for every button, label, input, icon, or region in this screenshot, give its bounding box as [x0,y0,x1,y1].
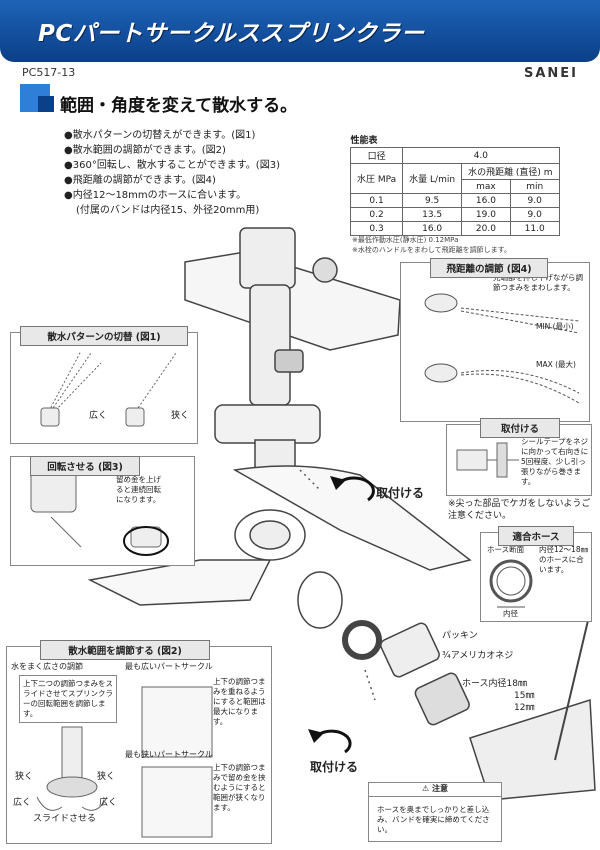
fig3-desc: 留め金を上げると連続回転になります。 [116,475,161,504]
fig2-sub2: 最も広いパートサークル [125,662,213,671]
spec-cell: 11.0 [509,221,560,236]
install-desc: シールテープをネジに向かって右向きに5回程度、少し引っ張りながら巻きます。 [521,437,589,486]
fig2-sub2-desc: 上下の調節つまみを重ねるようにすると範囲は最大になります。 [213,677,266,726]
caution-title: 注意 [431,784,448,793]
fig3-title: 回転させる (図3) [30,456,140,476]
table-row: 0.3 16.0 20.0 11.0 [349,221,560,236]
fig2-slide: スライドさせる [33,814,97,824]
hose-section-label: ホース断面 [487,545,525,554]
part-hose-inner: ホース内径18㎜ [462,679,528,689]
spec-col-pressure: 水圧 MPa [349,163,404,194]
warning-icon: ⚠ [422,784,432,793]
hose-panel: ホース断面 内径12〜18㎜のホースに合います。 内径 [480,532,592,622]
feature-list: ●散水パターンの切替えができます。(図1) ●散水範囲の調節ができます。(図2)… [64,128,280,218]
spec-cell: 0.3 [349,221,404,236]
feature-item: ●内径12〜18mmのホースに合います。 [64,190,247,201]
spec-note: ※最低作動水圧(静水圧) 0.12MPa [352,236,459,244]
feature-item: ●360°回転し、散水することができます。(図3) [64,160,280,171]
fig1-title: 散水パターンの切替 (図1) [20,326,188,346]
brand-name: SANEI [523,66,578,81]
part-d15: 15㎜ [514,691,535,701]
fig2-wide-left: 広く [13,798,32,808]
fig4-max-label: MAX (最大) [536,360,576,369]
feature-item: ●散水範囲の調節ができます。(図2) [64,145,226,156]
spec-cell: 16.0 [402,221,463,236]
caution-panel: ⚠ 注意 ホースを奥までしっかりと差し込み、バンドを確実に締めてください。 [368,782,502,842]
install-label-bottom: 取付ける [310,760,359,774]
fig2-title: 散水範囲を調節する (図2) [40,640,210,660]
spec-table: 性能表 口径 4.0 水圧 MPa 水量 L/min 水の飛距離 (直径) m … [349,132,560,236]
fig2-narrow-left: 狭く [15,772,34,782]
fig2-sub1: 水をまく広さの調節 [11,662,83,671]
hose-desc: 内径12〜18㎜のホースに合います。 [539,545,589,574]
caution-header: ⚠ 注意 [369,783,501,797]
spec-note: ※水栓のハンドルをまわして飛距離を調節します。 [352,246,511,254]
part-nut: ¾アメリカオネジ [442,651,514,661]
spec-cell: 13.5 [402,207,463,222]
spec-caption: 性能表 [350,136,378,146]
fig2-narrow-right: 狭く [97,772,116,782]
fig4-panel: 先端部を押し下げながら調節つまみをまわします。 MIN (最小) MAX (最大… [400,262,590,422]
feature-note: (付属のバンドは内径15、外径20mm用) [76,205,260,216]
fig1-panel: 広く 狭く [10,332,198,444]
fig1-narrow-label: 狭く [171,411,190,421]
part-d12: 12㎜ [514,703,535,713]
feature-item: ●飛距離の調節ができます。(図4) [64,175,216,186]
product-title: PCパートサークルススプリンクラー [38,21,425,47]
install-label-center: 取付ける [376,486,425,500]
fig2-sub3: 最も狭いパートサークル [125,750,213,759]
section-heading: 範囲・角度を変えて散水する。 [60,96,298,116]
fig2-sub3-desc: 上下の調節つまみで留め金を挟むようにすると範囲が狭くなります。 [213,763,266,812]
fig1-wide-label: 広く [89,411,108,421]
install-caution: ※尖った部品でケガをしないようご注意ください。 [448,499,591,521]
fig2-wide-right: 広く [99,798,118,808]
feature-item: ●散水パターンの切替えができます。(図1) [64,130,256,141]
title-banner: PCパートサークルススプリンクラー [0,0,600,62]
product-code: PC517-13 [22,66,76,79]
caution-text: ホースを奥までしっかりと差し込み、バンドを確実に締めてください。 [377,805,490,834]
fig2-panel: 水をまく広さの調節 上下二つの調節つまみをスライドさせてスプリンクラーの回転範囲… [6,646,272,844]
fig4-title: 飛距離の調節 (図4) [430,258,548,278]
heading-marker-inner [38,96,54,112]
hose-title: 適合ホース [498,526,574,546]
spec-notes: ※最低作動水圧(静水圧) 0.12MPa ※水栓のハンドルをまわして飛距離を調節… [352,235,511,255]
fig4-min-label: MIN (最小) [536,322,574,331]
part-packing: パッキン [442,631,478,641]
install-title: 取付ける [480,418,560,438]
hose-inner-label: 内径 [503,609,518,618]
fig2-sub1-desc: 上下二つの調節つまみをスライドさせてスプリンクラーの回転範囲を調節します。 [19,675,117,723]
